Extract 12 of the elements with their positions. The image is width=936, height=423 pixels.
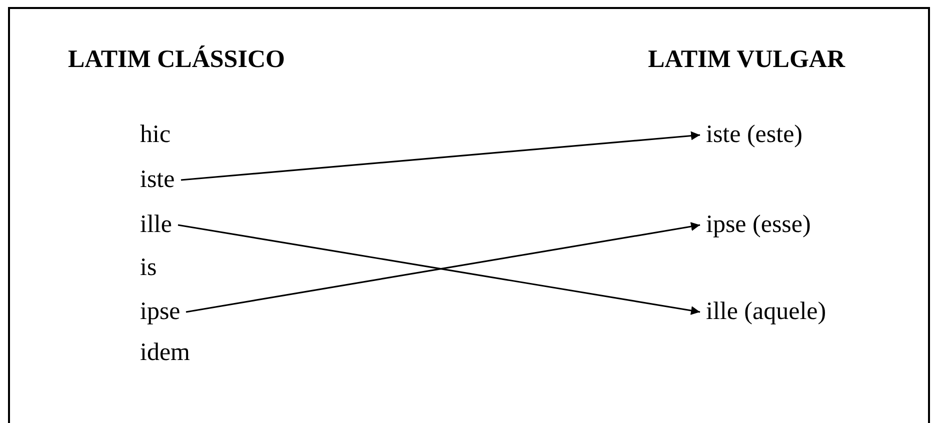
latin-word: ipse: [134, 297, 186, 327]
arrow: [180, 131, 700, 181]
latin-word: idem: [139, 338, 191, 368]
latin-word: is: [139, 253, 158, 283]
latin-word: hic: [139, 120, 172, 150]
latin-word: ille: [134, 210, 178, 240]
column-heading: LATIM CLÁSSICO: [68, 45, 285, 75]
column-heading: LATIM VULGAR: [648, 45, 846, 75]
latin-word: iste (este): [700, 120, 808, 150]
latin-word: iste: [134, 165, 181, 195]
latin-word: ipse (esse): [700, 210, 817, 240]
latin-word: ille (aquele): [700, 297, 832, 327]
